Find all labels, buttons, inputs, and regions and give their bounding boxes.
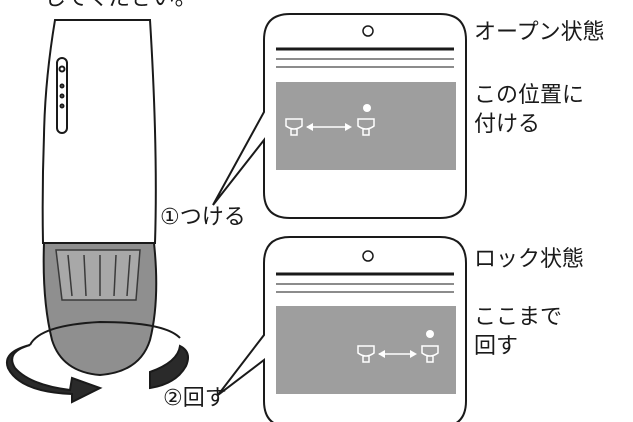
rotate-position-note: ここまで 回す bbox=[474, 305, 563, 359]
lock-state-panel bbox=[217, 236, 467, 422]
rotation-arrow-icon bbox=[6, 320, 189, 404]
instruction-text: してください。 bbox=[44, 0, 197, 11]
device-body bbox=[41, 19, 157, 244]
step-attach-label: ①つける bbox=[160, 205, 246, 230]
attach-position-note: この位置に 付ける bbox=[474, 83, 585, 137]
open-state-panel bbox=[212, 13, 467, 219]
power-button-icon bbox=[56, 57, 68, 134]
step-rotate-label: ②回す bbox=[163, 386, 227, 411]
open-state-label: オープン状態 bbox=[474, 20, 605, 45]
rotating-grip bbox=[42, 242, 158, 377]
lock-state-label: ロック状態 bbox=[474, 247, 585, 272]
